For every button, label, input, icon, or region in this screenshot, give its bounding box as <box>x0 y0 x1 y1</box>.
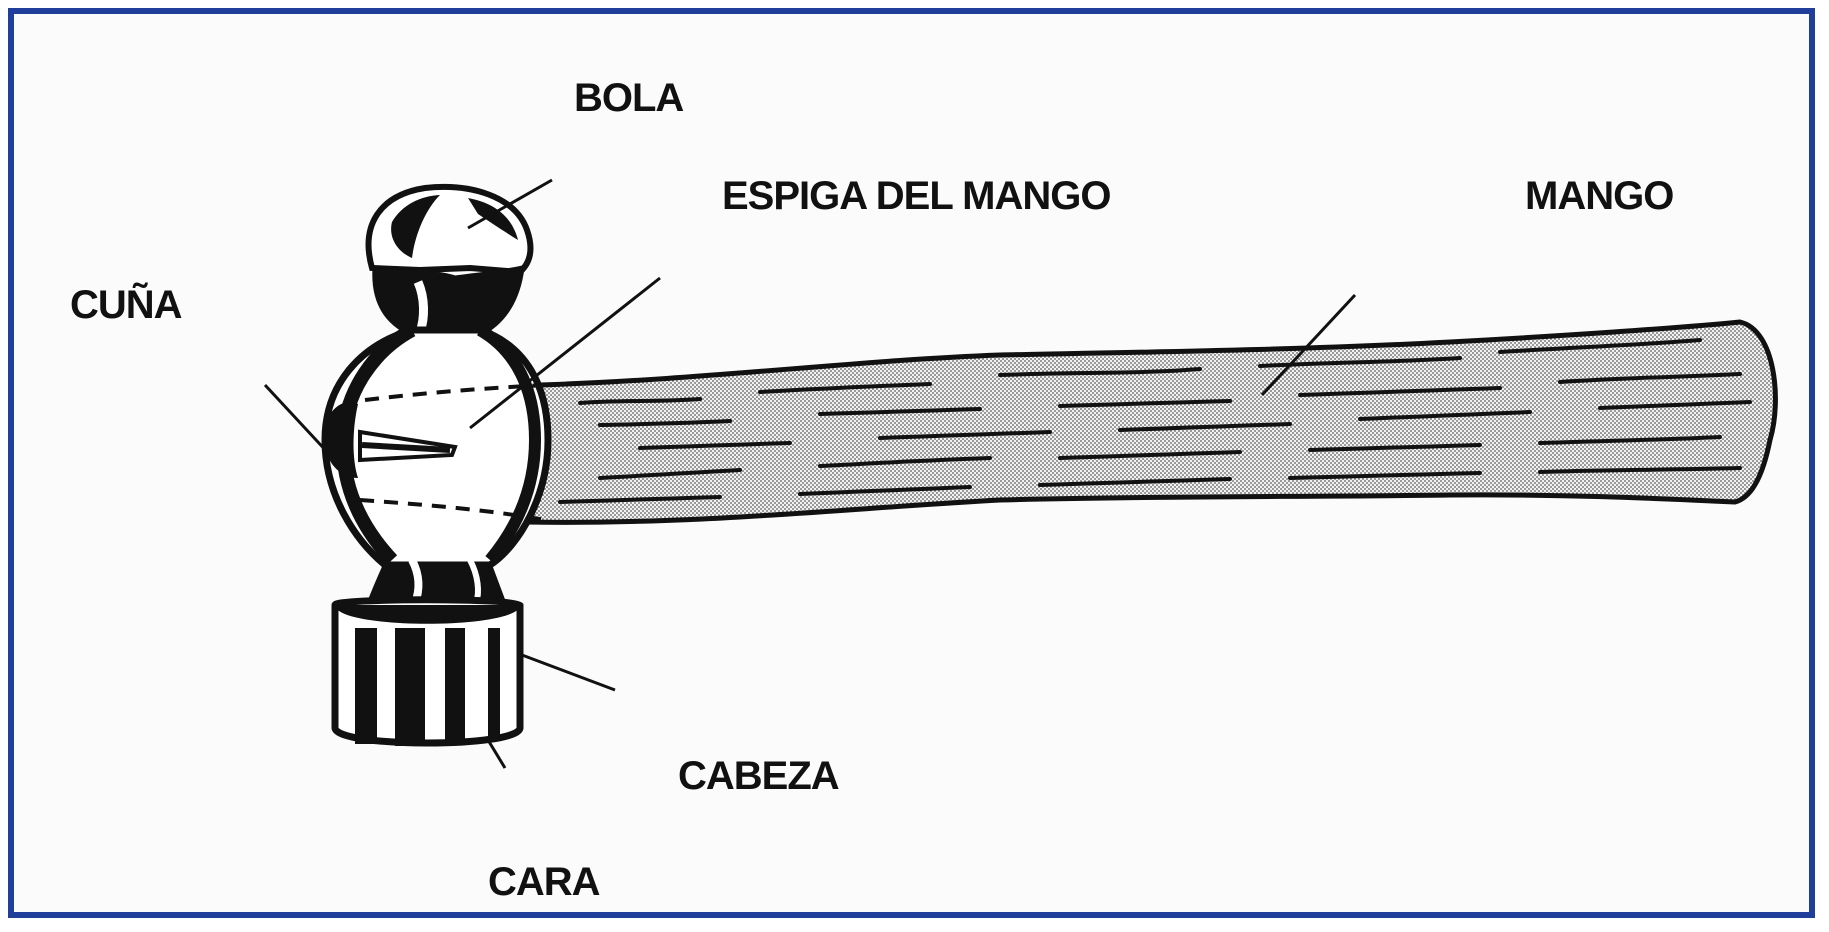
label-mango: MANGO <box>1525 174 1674 218</box>
label-cabeza: CABEZA <box>678 754 840 798</box>
leader-espiga <box>469 276 661 430</box>
label-bola: BOLA <box>574 76 684 120</box>
handle-shape <box>522 319 1778 525</box>
leader-cuna <box>263 383 332 457</box>
wood-grain-lines <box>558 338 1752 504</box>
leader-lines <box>263 178 1357 769</box>
hammer-head <box>321 184 552 747</box>
leader-bola <box>467 178 553 230</box>
leader-cabeza <box>521 653 616 692</box>
leader-mango <box>1260 293 1357 397</box>
label-espiga-del-mango: ESPIGA DEL MANGO <box>722 174 1111 218</box>
label-cuna: CUÑA <box>70 283 183 327</box>
label-cara: CARA <box>488 860 601 904</box>
leader-cara <box>486 739 507 769</box>
